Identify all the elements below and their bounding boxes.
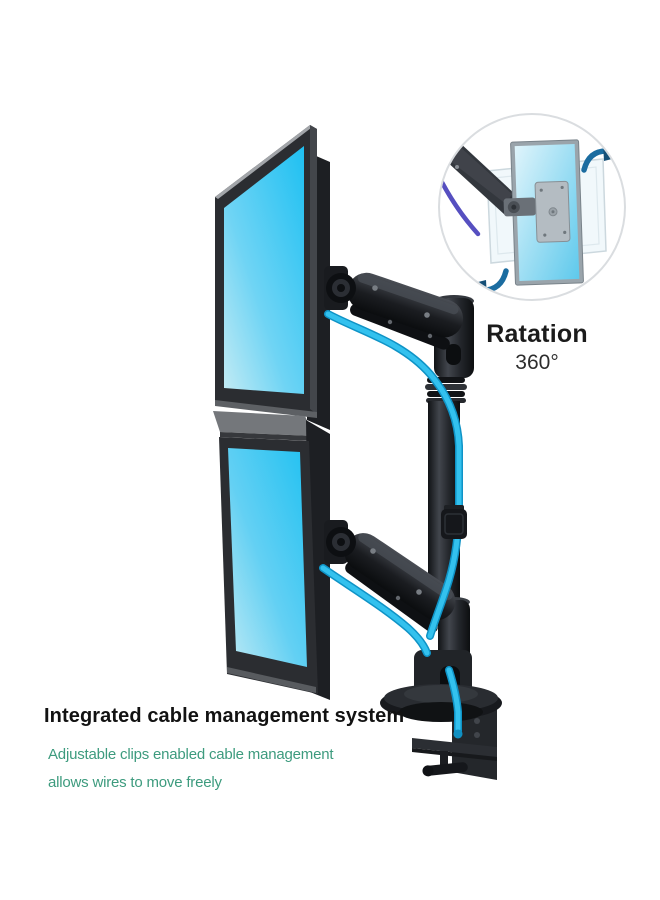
- cables: [319, 310, 463, 739]
- cable-dangling: [445, 666, 463, 739]
- bottom-monitor: [213, 411, 330, 700]
- inset-cable: [440, 161, 481, 237]
- caption-title: Integrated cable management system: [44, 705, 405, 727]
- bottom-monitor-top-surface: [213, 411, 314, 436]
- pole-cable-slot: [446, 344, 461, 365]
- inset-monitor: [503, 139, 584, 286]
- bottom-monitor-top-lip: [220, 432, 314, 441]
- rotation-label: Ratation: [486, 320, 588, 348]
- top-monitor-right-bevel: [310, 125, 317, 414]
- bottom-monitor-bottom-bezel: [227, 667, 316, 693]
- upper-gas-spring-arm: [324, 266, 464, 350]
- top-monitor: [215, 125, 330, 430]
- clamp-screw-post: [440, 751, 448, 767]
- rotation-degrees: 360°: [515, 351, 559, 374]
- desk-clamp: [412, 700, 497, 780]
- base-plate: [380, 684, 502, 722]
- lower-arm-body: [344, 533, 456, 621]
- upper-arm-linkage: [350, 303, 450, 350]
- caption-line-1: Adjustable clips enabled cable managemen…: [48, 746, 334, 763]
- caption-line-2: allows wires to move freely: [48, 774, 222, 791]
- clamp-screw-handle: [422, 762, 468, 777]
- cable-top: [324, 310, 463, 640]
- inset-arm-highlight: [440, 145, 512, 204]
- lower-arm-linkage: [345, 561, 439, 633]
- clamp-lower-jaw: [412, 738, 497, 757]
- cable-bottom: [319, 564, 431, 657]
- top-monitor-top-bevel: [215, 125, 313, 199]
- bottom-monitor-screen: [228, 448, 307, 667]
- top-monitor-screen: [224, 146, 304, 394]
- cable-clip: [441, 505, 467, 539]
- lower-gas-spring-arm: [324, 520, 456, 633]
- inset-arm-screw: [455, 165, 459, 169]
- rotation-inset: [438, 113, 626, 301]
- top-monitor-bottom-bezel: [215, 400, 317, 418]
